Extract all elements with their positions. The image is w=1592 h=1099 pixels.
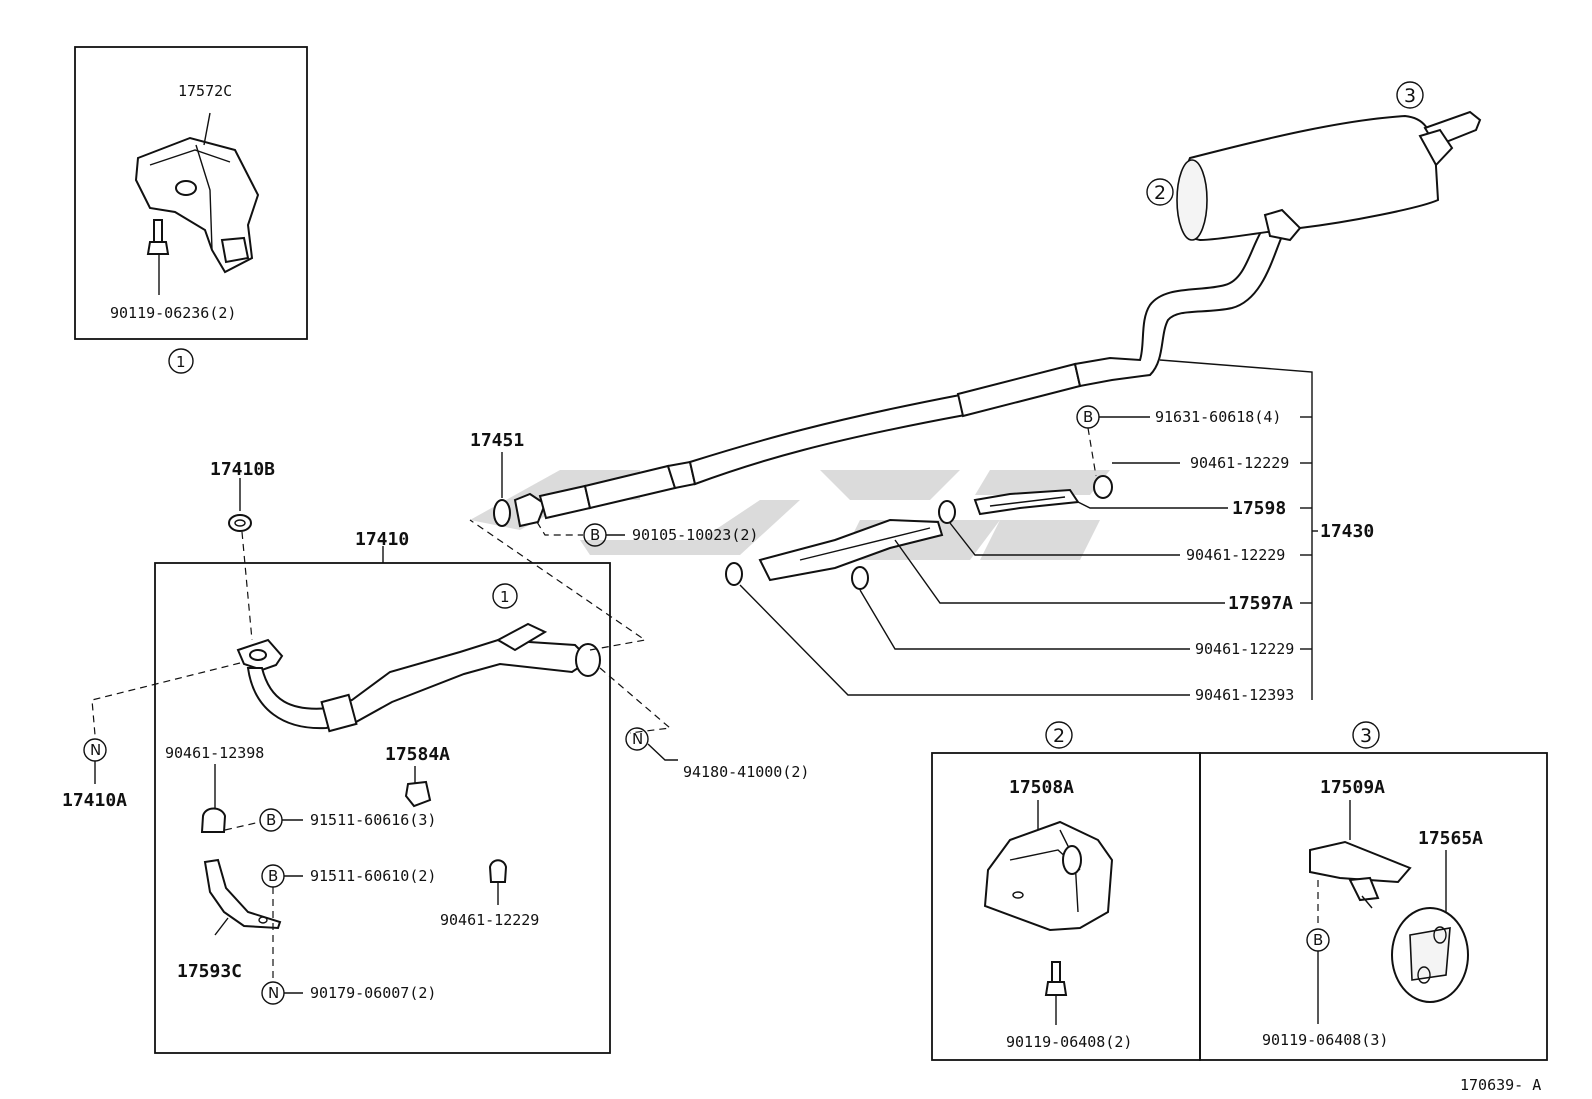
label-90119-06408-3: 90119-06408(3) xyxy=(1262,1031,1388,1049)
label-90105-10023: 90105-10023(2) xyxy=(632,526,758,544)
clip-17584a xyxy=(404,780,432,808)
label-90461-12393: 90461-12393 xyxy=(1195,686,1294,704)
watermark-logo xyxy=(470,470,1110,560)
label-90461-12229-b: 90461-12229 xyxy=(1190,454,1289,472)
hanger-17508a xyxy=(983,820,1114,932)
label-17410: 17410 xyxy=(355,529,409,550)
clamp-90461-12229-d xyxy=(851,566,869,590)
label-17509a: 17509A xyxy=(1320,777,1385,798)
gasket-17410b xyxy=(228,514,252,532)
label-17430: 17430 xyxy=(1320,521,1374,542)
label-17593c: 17593C xyxy=(177,961,242,982)
callout-b-91511-60610-text: B xyxy=(268,867,278,885)
label-90461-12229-c: 90461-12229 xyxy=(1186,546,1285,564)
callout-1-top-text: 1 xyxy=(176,353,186,371)
rubber-mount-17565a xyxy=(1391,907,1469,1003)
bolt-90119-06408-box2 xyxy=(1044,961,1068,996)
callout-circle-1-top xyxy=(168,348,194,374)
exhaust-pipe-assembly-17430 xyxy=(493,110,1482,528)
heat-insulator-17597a xyxy=(758,518,944,582)
label-17410a: 17410A xyxy=(62,790,127,811)
callout-b-90105-text: B xyxy=(590,526,600,544)
callout-b-91511-60616-text: B xyxy=(266,811,276,829)
callout-2-main-text: 2 xyxy=(1154,182,1166,204)
label-90119-06408-2: 90119-06408(2) xyxy=(1006,1033,1132,1051)
clamp-90461-12229-box xyxy=(488,859,508,883)
clamp-90461-12393 xyxy=(725,562,743,586)
label-91631-60618: 91631-60618(4) xyxy=(1155,408,1281,426)
callout-b-91631-text: B xyxy=(1083,408,1093,426)
callout-circle-1-box xyxy=(492,583,518,609)
label-90461-12229-box: 90461-12229 xyxy=(440,911,539,929)
callout-3-box-text: 3 xyxy=(1360,725,1372,747)
label-90461-12229-d: 90461-12229 xyxy=(1195,640,1294,658)
figure-id: 170639- A xyxy=(1460,1076,1541,1094)
callout-n-17410a-text: N xyxy=(90,741,101,759)
callout-b-90119-06408-3-text: B xyxy=(1313,931,1323,949)
bolt-90119-06236 xyxy=(146,219,170,255)
inset-box-17572c xyxy=(74,46,308,340)
callout-circle-2-box xyxy=(1045,721,1073,749)
label-17598: 17598 xyxy=(1232,498,1286,519)
callout-3-main-text: 3 xyxy=(1404,85,1416,107)
callout-2-box-text: 2 xyxy=(1053,725,1065,747)
label-17410b: 17410B xyxy=(210,459,275,480)
label-91511-60610: 91511-60610(2) xyxy=(310,867,436,885)
callout-n-90179-06007-text: N xyxy=(268,984,279,1002)
callout-circle-3-main xyxy=(1396,81,1424,109)
label-17565a: 17565A xyxy=(1418,828,1483,849)
callout-1-box-text: 1 xyxy=(500,588,510,606)
label-17508a: 17508A xyxy=(1009,777,1074,798)
callout-circle-n-94180 xyxy=(625,727,649,751)
label-90461-12398: 90461-12398 xyxy=(165,744,264,762)
label-90119-06236: 90119-06236(2) xyxy=(110,304,236,322)
label-90179-06007: 90179-06007(2) xyxy=(310,984,436,1002)
clamp-90461-12398 xyxy=(200,807,227,833)
callout-n-94180-text: N xyxy=(632,730,643,748)
label-17597a: 17597A xyxy=(1228,593,1293,614)
inset-box-3 xyxy=(1199,752,1548,1061)
label-17572c: 17572C xyxy=(178,82,232,100)
front-exhaust-pipe-17410 xyxy=(236,622,601,733)
label-17451: 17451 xyxy=(470,430,524,451)
bracket-17509a xyxy=(1309,840,1412,909)
callout-circle-2-main xyxy=(1146,178,1174,206)
bracket-17572c xyxy=(134,136,260,274)
label-91511-60616: 91511-60616(3) xyxy=(310,811,436,829)
clamp-90461-12229-c xyxy=(938,500,956,524)
bracket-17593c xyxy=(203,858,282,930)
clamp-90461-12229-b xyxy=(1093,475,1113,499)
callout-circle-3-box xyxy=(1352,721,1380,749)
label-17584a: 17584A xyxy=(385,744,450,765)
label-94180-41000: 94180-41000(2) xyxy=(683,763,809,781)
